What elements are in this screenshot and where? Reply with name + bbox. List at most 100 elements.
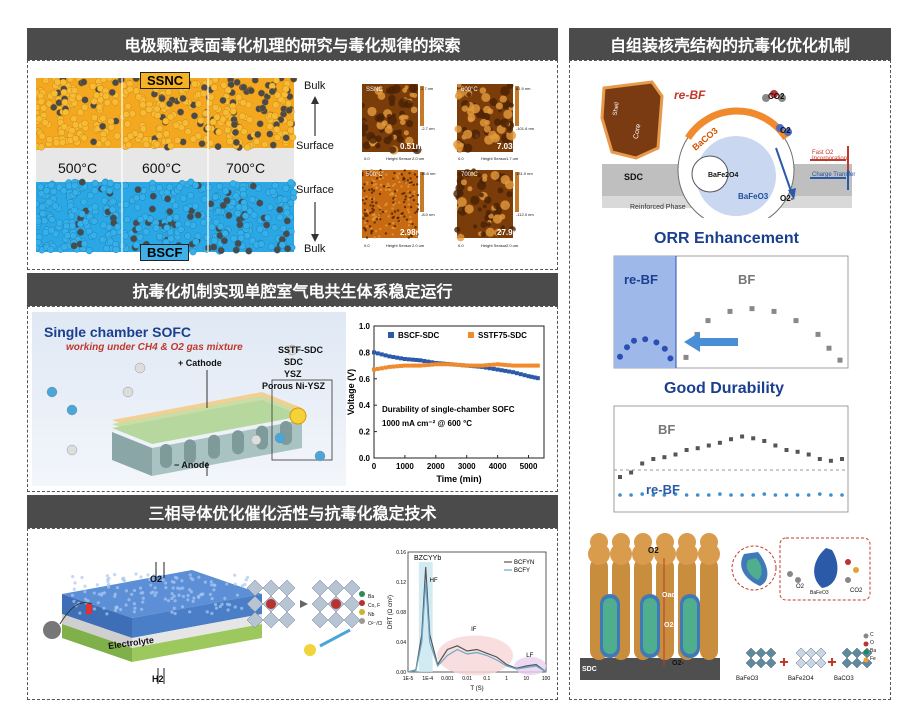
afm-grain bbox=[406, 179, 410, 182]
bscf-particle bbox=[166, 183, 174, 191]
cathode-grain bbox=[95, 583, 99, 587]
bscf-particle bbox=[271, 182, 279, 190]
afm-grain bbox=[416, 208, 420, 211]
bscf-particle bbox=[261, 230, 269, 238]
afm-grain bbox=[365, 225, 368, 228]
ssnc-particle bbox=[111, 98, 119, 106]
cathode-grain bbox=[105, 612, 109, 616]
afm-grain bbox=[394, 194, 397, 198]
series-marker-SSTF75-SDC bbox=[511, 363, 516, 368]
gd-marker-re-BF bbox=[840, 493, 844, 497]
ssnc-particle bbox=[50, 103, 58, 111]
cathode-grain bbox=[208, 592, 213, 596]
bscf-particle bbox=[43, 187, 51, 195]
gd-marker-BF bbox=[640, 461, 645, 466]
afm-grain bbox=[388, 94, 396, 103]
bscf-particle bbox=[179, 194, 187, 202]
ssnc-particle bbox=[162, 117, 170, 125]
cell-polyhedron bbox=[765, 647, 777, 659]
series-marker-SSTF75-SDC bbox=[391, 364, 396, 369]
cathode-grain bbox=[132, 588, 137, 593]
ssnc-particle bbox=[213, 113, 221, 121]
durability-title: Good Durability bbox=[664, 380, 784, 397]
bscf-particle bbox=[90, 217, 98, 225]
ssnc-particle bbox=[219, 96, 227, 104]
series-marker-BSCF-SDC bbox=[410, 357, 415, 362]
series-marker-BSCF-SDC bbox=[529, 374, 534, 379]
afm-grain bbox=[402, 230, 405, 234]
afm2-corner: 600°C bbox=[461, 87, 478, 93]
bot-oad: Oad bbox=[662, 592, 676, 599]
bscf-particle bbox=[232, 246, 240, 254]
cathode-grain bbox=[141, 596, 145, 600]
bscf-particle bbox=[99, 236, 107, 244]
ssnc-particle bbox=[189, 135, 197, 143]
pillar-cap-top bbox=[590, 533, 608, 551]
afm4-scale-top: 131.0 nm bbox=[516, 171, 533, 176]
cathode-grain bbox=[209, 583, 214, 587]
afm-grain bbox=[374, 215, 377, 218]
afm-grain bbox=[407, 236, 411, 239]
bscf-particle bbox=[210, 237, 218, 245]
gd-marker-BF bbox=[828, 458, 833, 463]
cathode-grain bbox=[166, 599, 171, 603]
ssnc-particle bbox=[58, 138, 66, 146]
bscf-particle bbox=[109, 206, 117, 214]
afm-grain bbox=[391, 84, 401, 94]
series-marker-BSCF-SDC bbox=[379, 352, 384, 357]
afm-grain bbox=[401, 192, 404, 196]
afm-grain bbox=[367, 172, 370, 175]
afm2-value: 7.03nm bbox=[497, 142, 525, 151]
afm-grain bbox=[379, 183, 383, 187]
bscf-particle bbox=[271, 224, 279, 232]
afm-grain bbox=[391, 184, 395, 187]
afm-grain bbox=[381, 170, 384, 174]
series-marker-SSTF75-SDC bbox=[499, 362, 504, 367]
cathode-grain bbox=[113, 592, 117, 596]
cell-polyhedron bbox=[815, 647, 827, 659]
bscf-particle bbox=[137, 215, 145, 223]
afm-grain bbox=[362, 102, 365, 108]
series-marker-SSTF75-SDC bbox=[487, 362, 492, 367]
afm-grain bbox=[379, 217, 382, 221]
bscf-particle bbox=[122, 232, 130, 240]
bscf-particle bbox=[36, 217, 42, 225]
ssnc-particle bbox=[139, 125, 147, 133]
gd-marker-BF bbox=[651, 457, 656, 461]
bscf-particle bbox=[290, 188, 298, 196]
bscf-particle bbox=[242, 212, 250, 220]
ssnc-particle bbox=[269, 141, 277, 149]
series-marker-BSCF-SDC bbox=[414, 357, 419, 362]
ssnc-particle bbox=[154, 111, 162, 119]
bscf-particle bbox=[225, 211, 233, 219]
orr-marker-BF bbox=[705, 318, 711, 324]
bscf-particle bbox=[134, 186, 142, 194]
series-marker-BSCF-SDC bbox=[526, 374, 531, 379]
ssnc-particle bbox=[273, 126, 281, 134]
afm-grain bbox=[393, 183, 396, 186]
ssnc-particle bbox=[259, 104, 267, 112]
cathode-grain bbox=[240, 584, 245, 588]
legend-label: BSCF-SDC bbox=[398, 331, 440, 340]
octahedron bbox=[343, 611, 361, 629]
series-marker-SSTF75-SDC bbox=[372, 367, 376, 372]
blue-arrow bbox=[319, 628, 351, 648]
cathode-grain bbox=[124, 589, 129, 593]
layer-porous: Porous Ni-YSZ bbox=[262, 381, 326, 391]
series-marker-BSCF-SDC bbox=[395, 355, 400, 360]
bscf-particle bbox=[166, 208, 174, 216]
series-marker-SSTF75-SDC bbox=[532, 363, 537, 368]
bscf-particle bbox=[236, 221, 244, 229]
x-tick-label: 5000 bbox=[520, 462, 538, 471]
ssnc-particle bbox=[129, 110, 137, 118]
bscf-particle bbox=[121, 181, 129, 189]
ssnc-particle bbox=[90, 97, 98, 105]
afm-grain bbox=[372, 184, 376, 187]
ssnc-particle bbox=[207, 139, 215, 147]
ssnc-particle bbox=[107, 123, 115, 131]
bscf-particle bbox=[164, 195, 172, 203]
afm-grain bbox=[401, 211, 404, 215]
bscf-particle bbox=[100, 185, 108, 193]
cathode-label: + Cathode bbox=[178, 358, 222, 368]
ssnc-particle bbox=[75, 93, 83, 101]
